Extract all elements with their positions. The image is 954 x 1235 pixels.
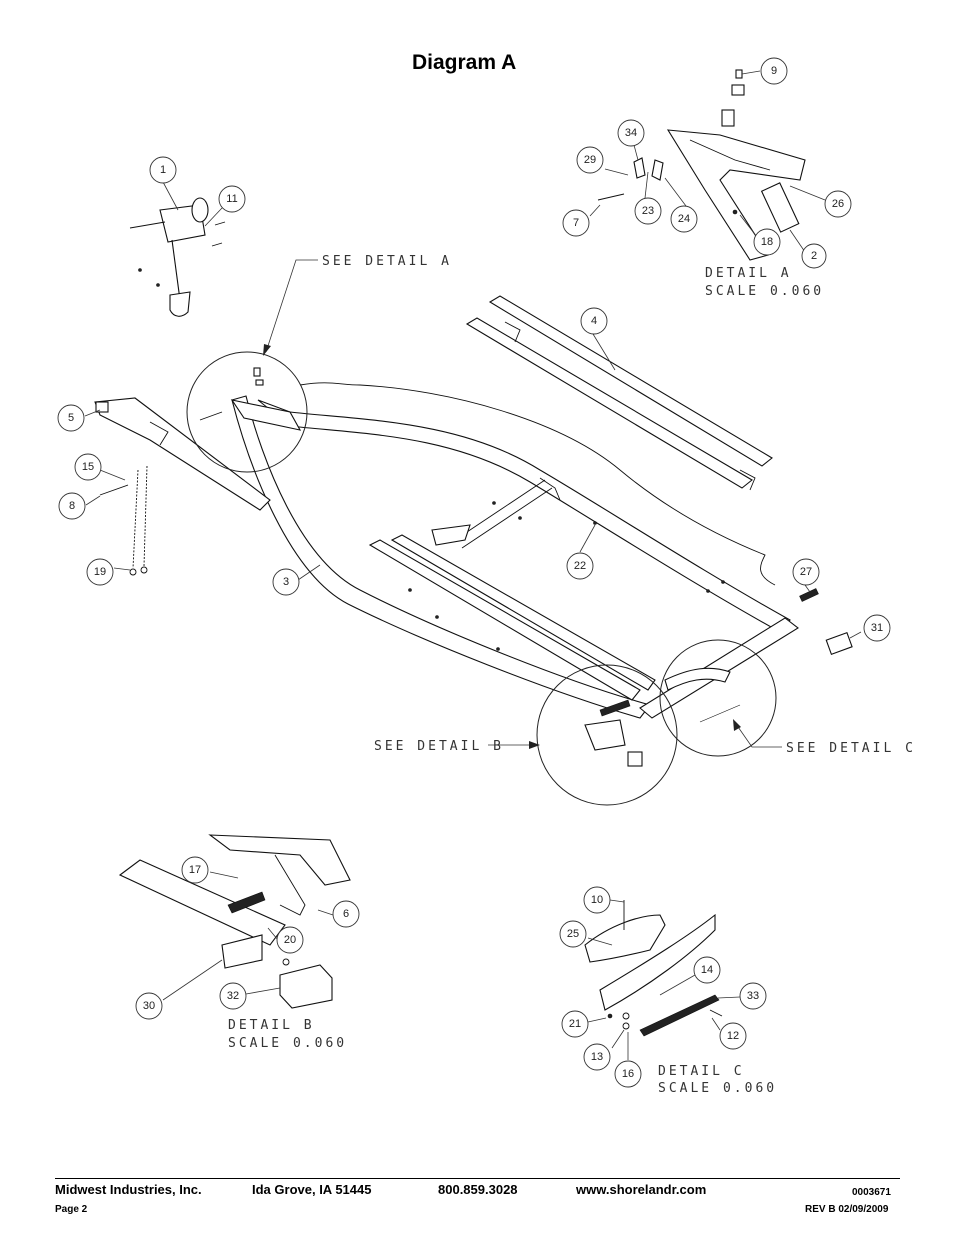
exploded-parts-diagram: SEE DETAIL A SEE DETAIL B SEE DETAIL C D… [57, 57, 916, 1096]
svg-text:19: 19 [94, 566, 106, 578]
detail-c-circle [659, 639, 777, 757]
callout-5: 5 [57, 404, 85, 432]
detail-b-label: DETAIL B [228, 1018, 315, 1033]
svg-text:7: 7 [573, 217, 579, 229]
trailer-frame [230, 382, 799, 719]
detail-b-view [118, 834, 351, 1009]
callout-2: 2 [801, 243, 827, 269]
callout-16: 16 [614, 1060, 642, 1088]
svg-text:2: 2 [811, 250, 817, 262]
footer-company: Midwest Industries, Inc. [55, 1182, 202, 1197]
footer-divider [55, 1178, 900, 1179]
callout-31: 31 [863, 614, 891, 642]
svg-text:23: 23 [642, 205, 654, 217]
callout-1: 1 [149, 156, 177, 184]
svg-text:14: 14 [701, 964, 713, 976]
callout-12: 12 [719, 1022, 747, 1050]
see-detail-a-note: SEE DETAIL A [322, 254, 452, 269]
callout-8: 8 [58, 492, 86, 520]
page-title: Diagram A [412, 51, 517, 74]
callout-25: 25 [559, 920, 587, 948]
svg-text:13: 13 [591, 1051, 603, 1063]
tongue-assembly [94, 397, 271, 511]
detail-a-label: DETAIL A [705, 266, 792, 281]
callout-15: 15 [74, 453, 102, 481]
svg-text:24: 24 [678, 213, 690, 225]
callout-4: 4 [580, 307, 608, 335]
detail-a-circle [186, 351, 308, 473]
safety-chains [99, 465, 148, 576]
svg-text:16: 16 [622, 1068, 634, 1080]
callout-32: 32 [219, 982, 247, 1010]
detail-b-circle [536, 664, 678, 806]
svg-text:4: 4 [591, 315, 597, 327]
svg-text:25: 25 [567, 928, 579, 940]
svg-text:33: 33 [747, 990, 759, 1002]
callout-34: 34 [617, 119, 645, 147]
footer-page-number: Page 2 [55, 1204, 88, 1215]
svg-text:27: 27 [800, 566, 812, 578]
callout-20: 20 [276, 926, 304, 954]
detail-a-scale: SCALE 0.060 [705, 284, 824, 299]
callout-17: 17 [181, 856, 209, 884]
detail-notes: SEE DETAIL A SEE DETAIL B SEE DETAIL C D… [228, 254, 916, 1096]
callout-21: 21 [561, 1010, 589, 1038]
callout-7: 7 [562, 209, 590, 237]
svg-text:32: 32 [227, 990, 239, 1002]
svg-text:31: 31 [871, 622, 883, 634]
detail-c-scale: SCALE 0.060 [658, 1081, 777, 1096]
svg-text:11: 11 [226, 193, 237, 205]
detail-a-view [597, 69, 806, 261]
footer-website[interactable]: www.shorelandr.com [576, 1182, 707, 1197]
callout-22: 22 [566, 552, 594, 580]
callout-29: 29 [576, 146, 604, 174]
callout-13: 13 [583, 1043, 611, 1071]
callout-19: 19 [86, 558, 114, 586]
leader-lines [84, 70, 862, 1060]
svg-text:34: 34 [625, 127, 637, 139]
svg-text:12: 12 [727, 1030, 739, 1042]
bunk-boards [465, 295, 773, 491]
footer-address: Ida Grove, IA 51445 [252, 1182, 372, 1197]
callout-10: 10 [583, 886, 611, 914]
footer-phone: 800.859.3028 [438, 1182, 518, 1197]
svg-text:18: 18 [761, 236, 773, 248]
detail-c-label: DETAIL C [658, 1064, 745, 1079]
svg-text:6: 6 [343, 908, 349, 920]
callout-27: 27 [792, 558, 820, 586]
callout-26: 26 [824, 190, 852, 218]
callout-6: 6 [332, 900, 360, 928]
callout-23: 23 [634, 197, 662, 225]
svg-text:21: 21 [569, 1018, 581, 1030]
detail-b-scale: SCALE 0.060 [228, 1036, 347, 1051]
svg-text:17: 17 [189, 864, 201, 876]
callout-30: 30 [135, 992, 163, 1020]
footer-doc-number: 0003671 [852, 1187, 891, 1198]
see-detail-b-note: SEE DETAIL B [374, 739, 504, 754]
svg-text:1: 1 [160, 164, 166, 176]
svg-text:8: 8 [69, 500, 75, 512]
callout-14: 14 [693, 956, 721, 984]
svg-text:20: 20 [284, 934, 296, 946]
svg-text:10: 10 [591, 894, 603, 906]
svg-text:30: 30 [143, 1000, 155, 1012]
winch-assembly [129, 197, 226, 317]
svg-text:15: 15 [82, 461, 94, 473]
callout-9: 9 [760, 57, 788, 85]
svg-text:9: 9 [771, 65, 777, 77]
callout-11: 11 [218, 185, 246, 213]
see-detail-c-note: SEE DETAIL C [786, 741, 916, 756]
callout-3: 3 [272, 568, 300, 596]
callout-24: 24 [670, 205, 698, 233]
footer-revision: REV B 02/09/2009 [805, 1204, 889, 1215]
callout-33: 33 [739, 982, 767, 1010]
svg-text:3: 3 [283, 576, 289, 588]
callout-18: 18 [753, 228, 781, 256]
svg-text:22: 22 [574, 560, 586, 572]
svg-text:5: 5 [68, 412, 74, 424]
svg-text:29: 29 [584, 154, 596, 166]
svg-text:26: 26 [832, 198, 844, 210]
detail-c-view [584, 900, 723, 1037]
